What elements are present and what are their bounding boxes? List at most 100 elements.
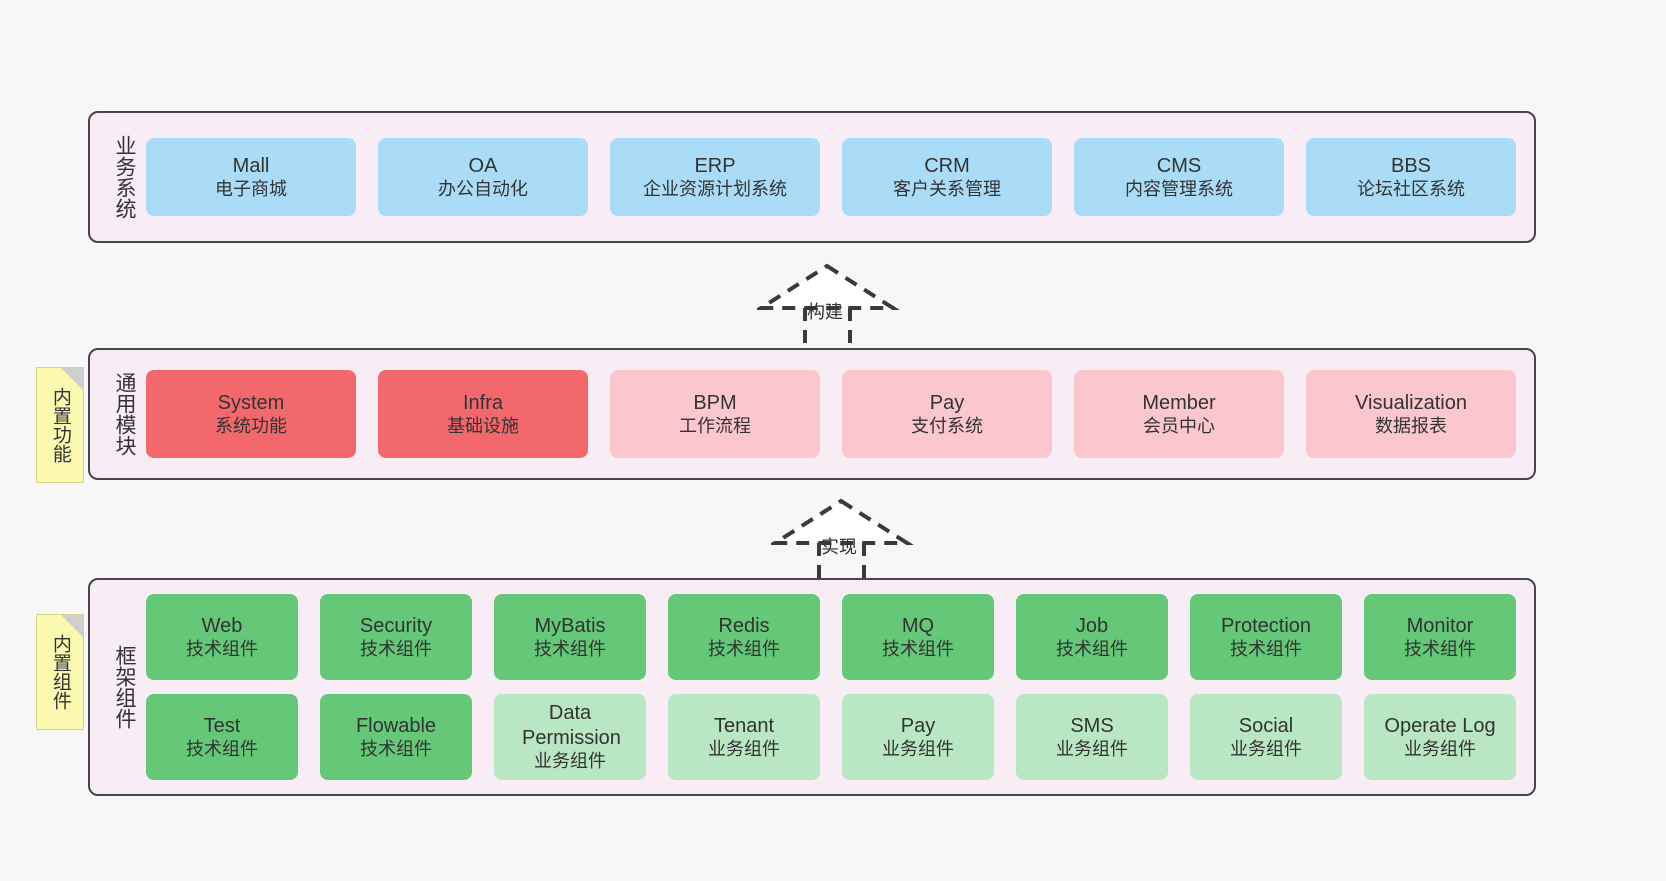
node-operate-log[interactable]: Operate Log 业务组件 <box>1364 694 1516 780</box>
node-operate-log-cn: 业务组件 <box>1404 739 1476 760</box>
node-redis-en: Redis <box>718 614 770 637</box>
node-system-en: System <box>217 391 285 414</box>
node-erp[interactable]: ERP 企业资源计划系统 <box>610 138 820 216</box>
node-pay-module[interactable]: Pay 支付系统 <box>842 370 1052 458</box>
node-mall[interactable]: Mall 电子商城 <box>146 138 356 216</box>
layer-framework-component: 框架组件 Web 技术组件 Security 技术组件 MyBatis 技术组件… <box>88 578 1536 796</box>
node-social-en: Social <box>1238 714 1294 737</box>
connector-implement: 实现 <box>771 497 931 583</box>
layer-title-common-module: 通用模块 <box>113 372 136 456</box>
node-pay-component-en: Pay <box>900 714 936 737</box>
node-flowable-cn: 技术组件 <box>360 739 432 760</box>
layer-common-module: 通用模块 System 系统功能 Infra 基础设施 BPM 工作流程 Pay… <box>88 348 1536 480</box>
node-sms-cn: 业务组件 <box>1056 739 1128 760</box>
node-member[interactable]: Member 会员中心 <box>1074 370 1284 458</box>
node-security-cn: 技术组件 <box>360 639 432 660</box>
connector-build-arrow <box>757 263 900 348</box>
note-builtin-component-label: 内置组件 <box>49 634 71 710</box>
node-monitor[interactable]: Monitor 技术组件 <box>1364 594 1516 680</box>
node-web[interactable]: Web 技术组件 <box>146 594 298 680</box>
node-bbs[interactable]: BBS 论坛社区系统 <box>1306 138 1516 216</box>
node-job-cn: 技术组件 <box>1056 639 1128 660</box>
framework-row-business: Test 技术组件 Flowable 技术组件 Data Permission … <box>146 694 1516 780</box>
layer-title-framework-component: 框架组件 <box>113 645 136 729</box>
node-bpm[interactable]: BPM 工作流程 <box>610 370 820 458</box>
node-test-cn: 技术组件 <box>186 739 258 760</box>
node-system[interactable]: System 系统功能 <box>146 370 356 458</box>
node-tenant[interactable]: Tenant 业务组件 <box>668 694 820 780</box>
node-pay-component-cn: 业务组件 <box>882 739 954 760</box>
node-mq-en: MQ <box>901 614 935 637</box>
node-test[interactable]: Test 技术组件 <box>146 694 298 780</box>
node-tenant-cn: 业务组件 <box>708 739 780 760</box>
note-builtin-function: 内置功能 <box>36 367 84 483</box>
node-system-cn: 系统功能 <box>215 416 287 437</box>
node-pay-module-en: Pay <box>929 391 965 414</box>
node-infra-en: Infra <box>462 391 504 414</box>
layer-body-common-module: System 系统功能 Infra 基础设施 BPM 工作流程 Pay 支付系统… <box>142 350 1534 478</box>
connector-build-label: 构建 <box>807 302 843 322</box>
layer-title-business-system: 业务系统 <box>113 135 136 219</box>
node-bpm-en: BPM <box>693 391 737 414</box>
connector-implement-arrow <box>771 498 914 583</box>
node-crm[interactable]: CRM 客户关系管理 <box>842 138 1052 216</box>
node-member-cn: 会员中心 <box>1143 416 1215 437</box>
node-oa[interactable]: OA 办公自动化 <box>378 138 588 216</box>
node-protection-en: Protection <box>1220 614 1312 637</box>
node-cms[interactable]: CMS 内容管理系统 <box>1074 138 1284 216</box>
node-social[interactable]: Social 业务组件 <box>1190 694 1342 780</box>
node-security-en: Security <box>359 614 433 637</box>
node-bpm-cn: 工作流程 <box>679 416 751 437</box>
node-pay-component[interactable]: Pay 业务组件 <box>842 694 994 780</box>
node-web-cn: 技术组件 <box>186 639 258 660</box>
node-mybatis[interactable]: MyBatis 技术组件 <box>494 594 646 680</box>
node-job[interactable]: Job 技术组件 <box>1016 594 1168 680</box>
node-test-en: Test <box>203 714 241 737</box>
node-bbs-en: BBS <box>1390 154 1432 177</box>
node-infra-cn: 基础设施 <box>447 416 519 437</box>
node-security[interactable]: Security 技术组件 <box>320 594 472 680</box>
node-bbs-cn: 论坛社区系统 <box>1357 179 1465 200</box>
node-protection[interactable]: Protection 技术组件 <box>1190 594 1342 680</box>
node-web-en: Web <box>201 614 243 637</box>
node-visualization[interactable]: Visualization 数据报表 <box>1306 370 1516 458</box>
node-redis-cn: 技术组件 <box>708 639 780 660</box>
node-monitor-en: Monitor <box>1406 614 1474 637</box>
node-data-permission-en: Data Permission <box>522 702 621 749</box>
layer-body-framework-component: Web 技术组件 Security 技术组件 MyBatis 技术组件 Redi… <box>142 580 1534 794</box>
connector-build: 构建 <box>757 262 917 348</box>
node-flowable-en: Flowable <box>355 714 437 737</box>
node-infra[interactable]: Infra 基础设施 <box>378 370 588 458</box>
node-sms[interactable]: SMS 业务组件 <box>1016 694 1168 780</box>
note-fold-corner-icon <box>61 615 83 637</box>
note-builtin-component: 内置组件 <box>36 614 84 730</box>
layer-business-system: 业务系统 Mall 电子商城 OA 办公自动化 ERP 企业资源计划系统 CRM… <box>88 111 1536 243</box>
node-mq-cn: 技术组件 <box>882 639 954 660</box>
node-cms-en: CMS <box>1156 154 1202 177</box>
node-operate-log-en: Operate Log <box>1384 714 1496 737</box>
node-flowable[interactable]: Flowable 技术组件 <box>320 694 472 780</box>
node-crm-cn: 客户关系管理 <box>893 179 1001 200</box>
node-erp-cn: 企业资源计划系统 <box>643 179 787 200</box>
node-monitor-cn: 技术组件 <box>1404 639 1476 660</box>
node-sms-en: SMS <box>1070 714 1114 737</box>
note-builtin-function-label: 内置功能 <box>49 387 71 463</box>
node-visualization-en: Visualization <box>1355 391 1467 414</box>
node-cms-cn: 内容管理系统 <box>1125 179 1233 200</box>
node-mall-en: Mall <box>232 154 270 177</box>
node-crm-en: CRM <box>924 154 970 177</box>
node-mq[interactable]: MQ 技术组件 <box>842 594 994 680</box>
node-oa-en: OA <box>468 154 498 177</box>
node-mybatis-en: MyBatis <box>534 614 606 637</box>
connector-implement-label: 实现 <box>821 537 857 557</box>
node-data-permission[interactable]: Data Permission 业务组件 <box>494 694 646 780</box>
framework-row-tech: Web 技术组件 Security 技术组件 MyBatis 技术组件 Redi… <box>146 594 1516 680</box>
node-redis[interactable]: Redis 技术组件 <box>668 594 820 680</box>
node-mybatis-cn: 技术组件 <box>534 639 606 660</box>
node-protection-cn: 技术组件 <box>1230 639 1302 660</box>
node-pay-module-cn: 支付系统 <box>911 416 983 437</box>
node-oa-cn: 办公自动化 <box>438 179 528 200</box>
note-fold-corner-icon <box>61 368 83 390</box>
node-social-cn: 业务组件 <box>1230 739 1302 760</box>
